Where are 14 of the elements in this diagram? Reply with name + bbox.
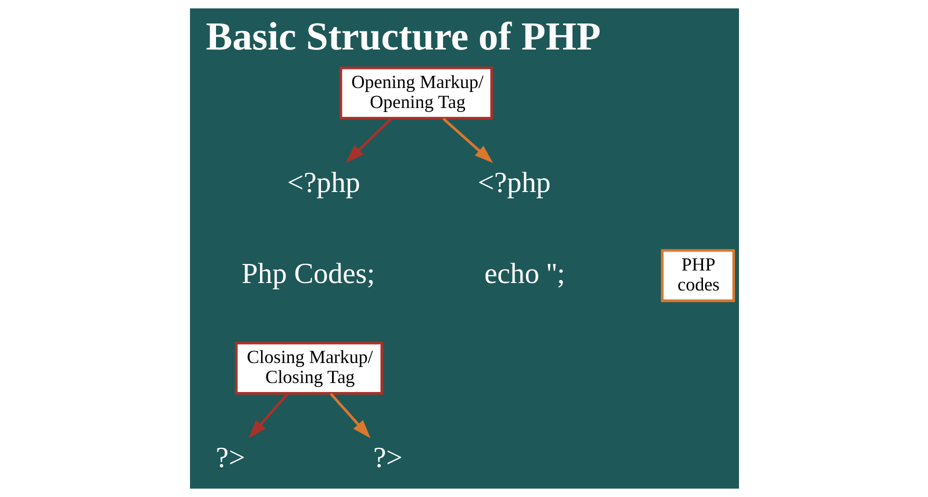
node-box: Opening Markup/ Opening Tag [338,66,492,120]
arrow [248,392,288,438]
arrow [442,118,493,164]
node-box: PHP codes [660,249,735,302]
node-box: Closing Markup/ Closing Tag [234,342,383,395]
node-text: echo ''; [484,258,565,290]
node-text: ?> [215,442,245,474]
node-text: ?> [372,442,402,474]
arrow [329,392,370,438]
node-text: Php Codes; [241,258,374,290]
node-text: <?php [477,166,550,199]
arrow [345,118,392,163]
node-text: <?php [286,166,360,199]
diagram-title: Basic Structure of PHP [205,14,600,58]
